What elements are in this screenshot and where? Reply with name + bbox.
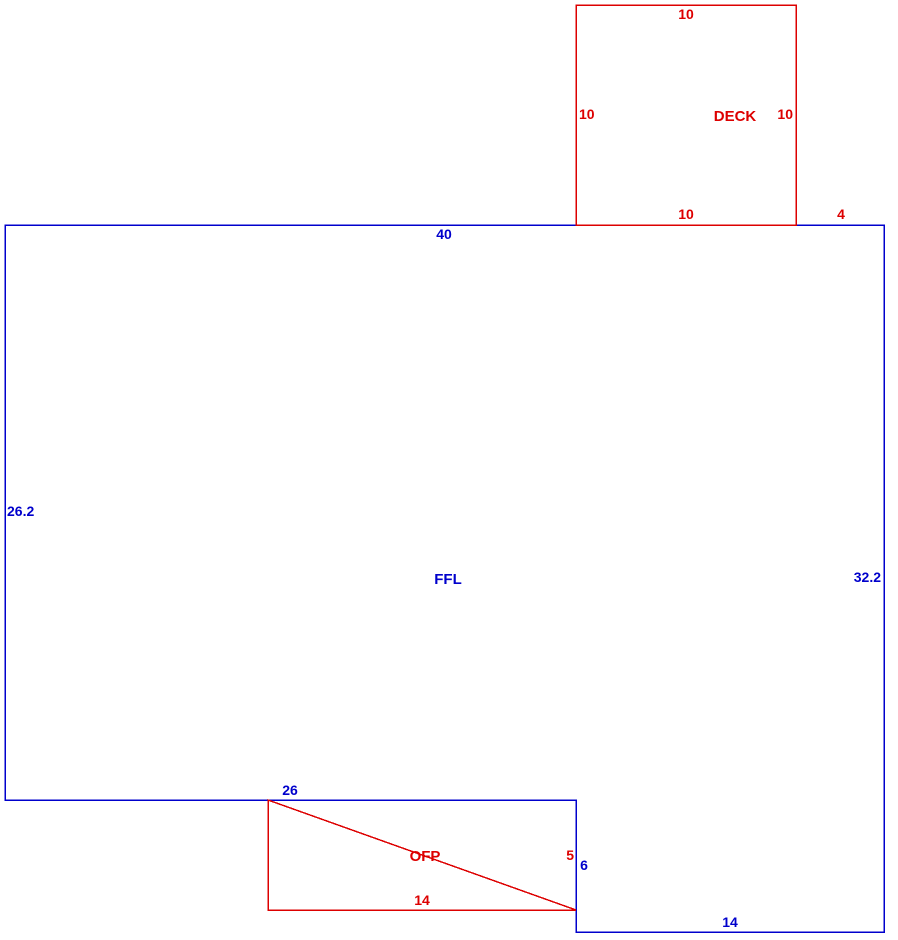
deck-area-label: DECK <box>714 108 757 125</box>
ofp-outline <box>267 798 577 911</box>
deck-right-dimension: 10 <box>777 106 793 122</box>
ffl-outline <box>4 224 885 933</box>
ofp-bottom-dimension: 14 <box>414 892 430 908</box>
deck-bottom-dimension: 10 <box>678 206 694 222</box>
ffl-left-dimension: 26.2 <box>7 503 34 519</box>
ffl-step-top-dimension: 26 <box>282 782 298 798</box>
deck-top-dimension: 10 <box>678 6 694 22</box>
ffl-top-dimension: 40 <box>436 226 452 242</box>
deck-offset-dimension: 4 <box>837 206 845 222</box>
ffl-bottom-dimension: 14 <box>722 914 738 930</box>
ofp-area-label: OFP <box>410 848 441 865</box>
ffl-right-dimension: 32.2 <box>854 569 881 585</box>
ffl-step-right-dimension: 6 <box>580 857 588 873</box>
ffl-area-label: FFL <box>434 571 462 588</box>
deck-left-dimension: 10 <box>579 106 595 122</box>
ofp-right-dimension: 5 <box>566 847 574 863</box>
deck-outline <box>575 4 797 226</box>
